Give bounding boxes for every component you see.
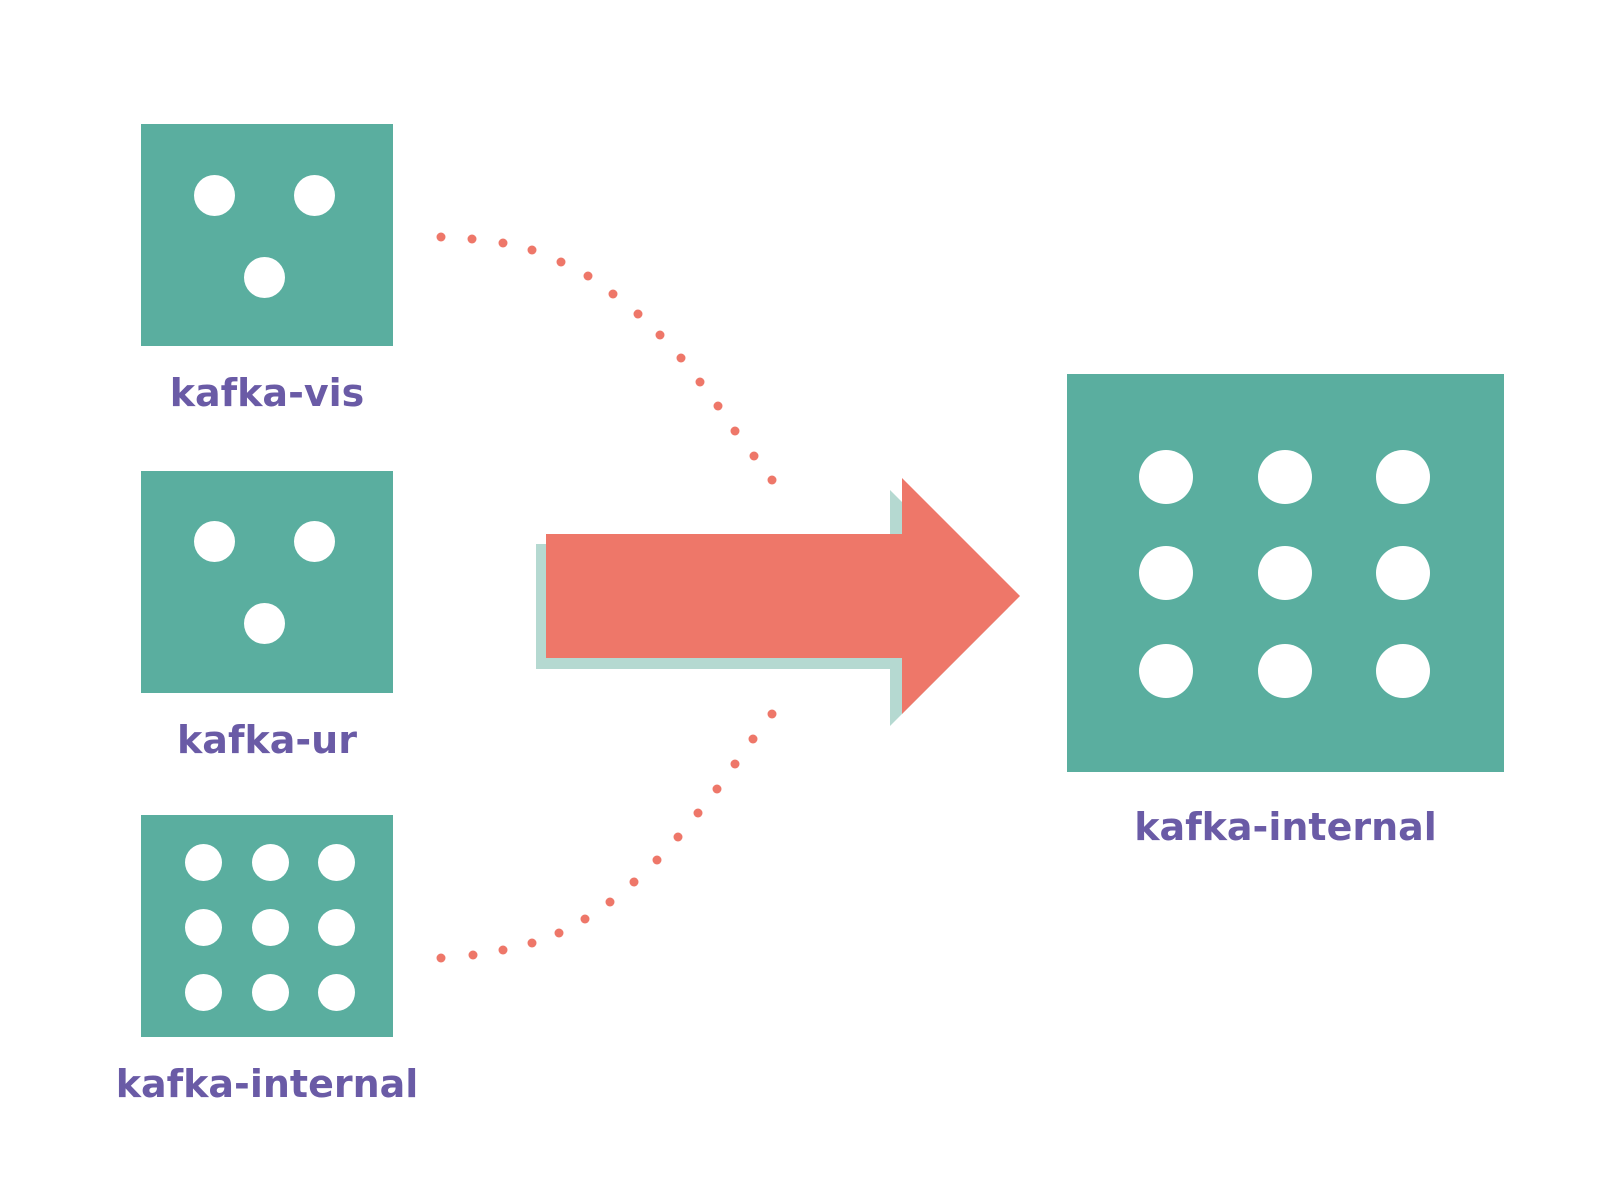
broker-node: [252, 974, 289, 1011]
path-dot: [652, 855, 662, 865]
path-dot: [436, 232, 446, 242]
merge-arrow-body: [546, 478, 1020, 714]
path-dot: [749, 451, 759, 461]
broker-node: [185, 909, 222, 946]
broker-node: [318, 844, 355, 881]
cluster-kafka-internal-source: [141, 815, 393, 1037]
path-dot: [608, 289, 618, 299]
cluster-kafka-internal-target: [1067, 374, 1504, 772]
path-dot: [693, 808, 703, 818]
merge-arrow: [536, 478, 1020, 726]
broker-node: [1376, 546, 1430, 600]
cluster-kafka-ur: [141, 471, 393, 693]
path-dot: [633, 309, 643, 319]
broker-node: [1139, 546, 1193, 600]
path-dot: [467, 234, 477, 244]
path-dot: [748, 734, 758, 744]
broker-node: [1258, 546, 1312, 600]
broker-node: [294, 521, 335, 562]
broker-node: [185, 974, 222, 1011]
dotted-path-lower: [436, 709, 777, 963]
cluster-kafka-vis: [141, 124, 393, 346]
path-dot: [583, 271, 593, 281]
broker-node: [1139, 450, 1193, 504]
path-dot: [498, 238, 508, 248]
path-dot: [695, 377, 705, 387]
cluster-label-kafka-ur: kafka-ur: [177, 718, 357, 762]
cluster-label-kafka-internal-target: kafka-internal: [1134, 805, 1437, 849]
broker-node: [1258, 644, 1312, 698]
path-dot: [767, 475, 777, 485]
broker-node: [194, 521, 235, 562]
broker-node: [318, 974, 355, 1011]
path-dot: [629, 877, 639, 887]
cluster-label-kafka-internal-source: kafka-internal: [115, 1062, 419, 1106]
broker-node: [194, 175, 235, 216]
broker-node: [1376, 450, 1430, 504]
broker-node: [252, 909, 289, 946]
path-dot: [673, 832, 683, 842]
broker-node: [1139, 644, 1193, 698]
path-dot: [498, 945, 508, 955]
broker-node: [294, 175, 335, 216]
cluster-label-kafka-vis: kafka-vis: [169, 371, 365, 415]
broker-node: [185, 844, 222, 881]
path-dot: [655, 330, 665, 340]
broker-node: [318, 909, 355, 946]
broker-node: [244, 257, 285, 298]
broker-node: [1376, 644, 1430, 698]
path-dot: [767, 709, 777, 719]
path-dot: [730, 426, 740, 436]
path-dot: [713, 401, 723, 411]
path-dot: [468, 950, 478, 960]
path-dot: [580, 914, 590, 924]
path-dot: [556, 257, 566, 267]
path-dot: [605, 897, 615, 907]
path-dot: [730, 759, 740, 769]
broker-node: [252, 844, 289, 881]
path-dot: [527, 245, 537, 255]
path-dot: [527, 938, 537, 948]
dotted-path-upper: [436, 232, 777, 485]
broker-node: [1258, 450, 1312, 504]
path-dot: [436, 953, 446, 963]
broker-node: [244, 603, 285, 644]
path-dot: [676, 353, 686, 363]
path-dot: [554, 928, 564, 938]
path-dot: [712, 784, 722, 794]
